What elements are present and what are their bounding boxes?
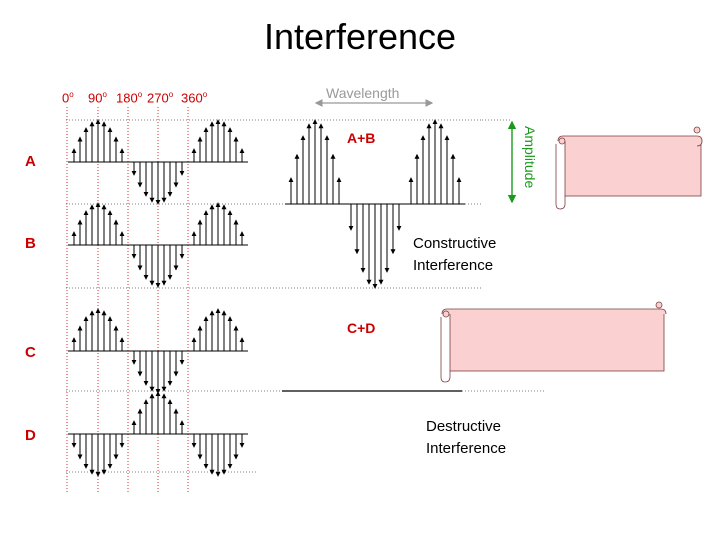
destructive-label: Destructive Interference — [426, 416, 546, 460]
sum-label-cd: C+D — [347, 320, 376, 336]
row-label-c: C — [25, 344, 36, 361]
note-phase-text: Here we have a phase difference of 180o … — [456, 320, 664, 365]
destructive-line-1: Destructive — [426, 418, 502, 435]
sum-label-ab: A+B — [347, 130, 376, 146]
degree-label-180: 180o — [116, 90, 143, 106]
row-label-a: A — [25, 153, 36, 170]
row-label-d: D — [25, 427, 36, 444]
constructive-line-1: Constructive — [413, 235, 497, 252]
degree-label-360: 360o — [181, 90, 208, 106]
degree-label-270: 270o — [147, 90, 174, 106]
destructive-line-2: Interference — [426, 440, 507, 457]
row-label-b: B — [25, 235, 36, 252]
degree-label-90: 90o — [88, 90, 107, 106]
note-frequency-text: The frequency does not change, but the a… — [570, 146, 691, 190]
wavelength-label: Wavelength — [326, 85, 400, 101]
constructive-line-2: Interference — [413, 257, 494, 274]
amplitude-label: Amplitude — [522, 126, 538, 189]
degree-label-0: 0o — [62, 90, 74, 106]
constructive-label: Constructive Interference — [413, 233, 533, 277]
slide-title: Interference — [263, 16, 457, 57]
